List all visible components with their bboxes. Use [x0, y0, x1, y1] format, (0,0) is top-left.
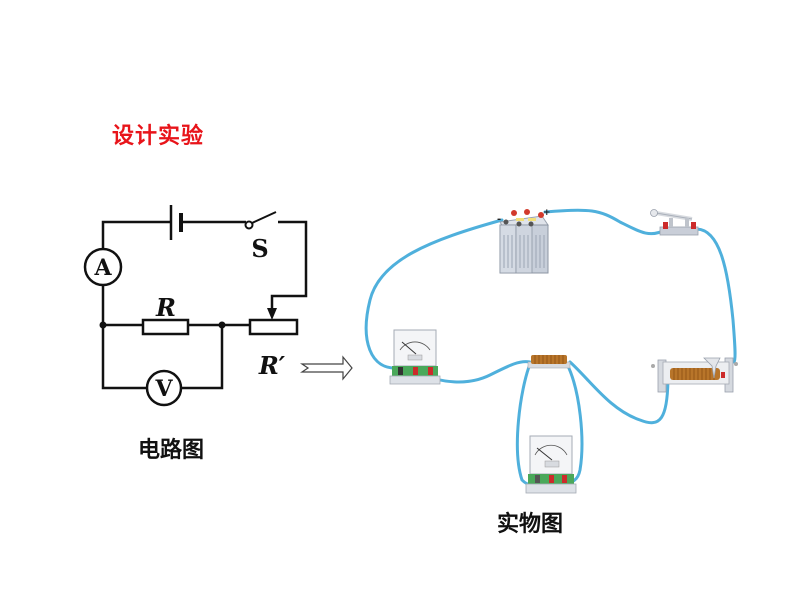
physical-diagram-caption: 实物图	[497, 512, 564, 537]
ammeter-physical-icon	[389, 329, 441, 385]
section-title: 设计实验	[112, 124, 205, 149]
circuit-diagram-caption: 电路图	[138, 438, 205, 463]
wire-resistor-to-rheostat	[568, 360, 670, 425]
wire-voltmeter-left	[101, 325, 148, 390]
switch-label: S	[251, 234, 268, 263]
resistor-R	[141, 318, 190, 336]
ammeter-label: A	[93, 255, 112, 281]
wire-top-left	[101, 220, 170, 248]
wire-battery-to-ammeter	[364, 218, 504, 370]
voltmeter-label: V	[154, 376, 173, 402]
knife-switch-icon	[650, 209, 699, 236]
switch-blade	[251, 211, 277, 224]
transition-arrow-icon	[300, 355, 353, 381]
battery-positive-label: +	[543, 208, 551, 218]
rheostat-arrow	[267, 308, 277, 320]
battery-pack-icon: - +	[497, 208, 551, 274]
voltmeter-symbol: V	[145, 369, 183, 407]
rheostat-label: R′	[258, 351, 286, 380]
wire-switch-to-rheostat	[695, 227, 737, 364]
wire-top-right	[270, 220, 308, 312]
rheostat-physical-icon	[651, 357, 738, 393]
physical-wires	[364, 208, 737, 487]
rheostat-R-prime	[248, 318, 299, 336]
voltmeter-physical-icon	[525, 435, 577, 494]
junction-left	[99, 321, 107, 329]
resistor-label: R	[155, 293, 176, 322]
ammeter-symbol: A	[83, 247, 123, 287]
switch-pivot	[244, 220, 254, 230]
wire-voltmeter-right	[180, 325, 224, 390]
junction-right	[218, 321, 226, 329]
battery-negative-label: -	[497, 214, 501, 225]
resistor-physical-icon	[527, 355, 571, 369]
wire-battery-to-switch	[543, 208, 667, 236]
